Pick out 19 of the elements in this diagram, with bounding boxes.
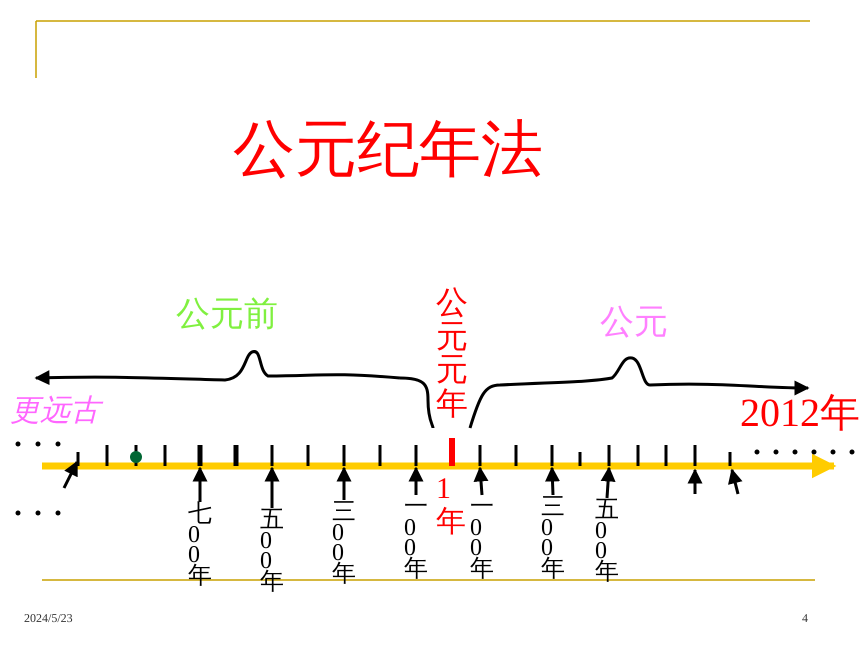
year-label: 2012年 <box>740 393 860 433</box>
pointer-arrow <box>192 466 208 502</box>
year-label: 一00年 <box>404 497 428 580</box>
era-label: 公元前 <box>176 297 278 331</box>
year-label: 1年 <box>436 472 466 538</box>
year-label: 一00年 <box>470 497 494 580</box>
era-label: 公元元年 <box>436 286 468 420</box>
year-label: 五00年 <box>595 500 619 582</box>
era-label: 公元 <box>600 305 668 339</box>
pointer-arrow <box>336 466 352 500</box>
page-number: 4 <box>802 612 808 624</box>
pointer-arrow <box>264 466 280 508</box>
year-label: 三00年 <box>541 497 565 580</box>
pointer-arrow <box>545 466 560 496</box>
pointer-arrow <box>474 466 488 496</box>
date-label: 2024/5/23 <box>24 612 73 624</box>
title: 公元纪年法 <box>233 118 543 180</box>
pointer-arrow <box>408 466 424 495</box>
pointer-arrow <box>600 466 616 498</box>
